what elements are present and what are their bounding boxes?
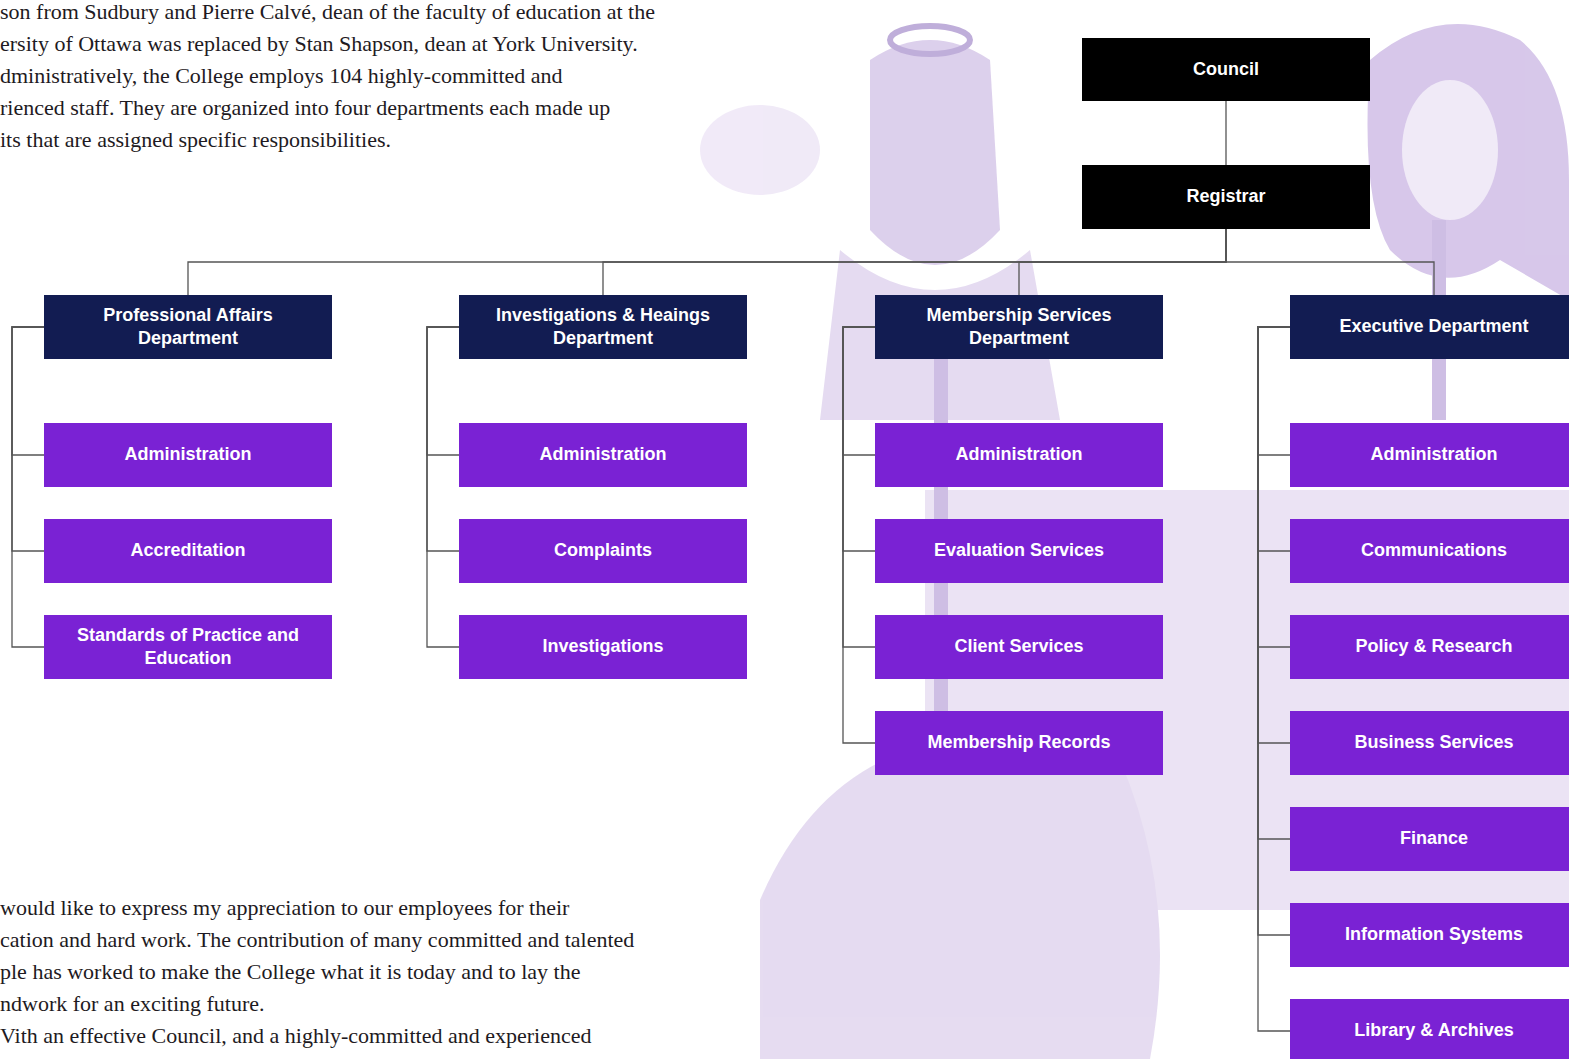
department-box: Executive Department	[1290, 295, 1569, 359]
goggles	[890, 26, 970, 54]
org-connector	[1225, 101, 1226, 165]
unit-box: Accreditation	[44, 519, 332, 583]
org-connector	[1258, 327, 1290, 1031]
org-connector	[1258, 327, 1290, 647]
org-connector	[1258, 327, 1290, 839]
org-connector	[603, 229, 1226, 295]
unit-box: Administration	[1290, 423, 1569, 487]
unit-box: Communications	[1290, 519, 1569, 583]
org-connector	[843, 327, 875, 455]
box-label: Administration	[1370, 443, 1497, 466]
unit-box: Finance	[1290, 807, 1569, 871]
org-connector	[1258, 327, 1290, 935]
body-text-line: ersity of Ottawa was replaced by Stan Sh…	[0, 31, 638, 57]
box-label: Complaints	[554, 539, 652, 562]
org-connector	[427, 327, 459, 455]
body-text-line: ple has worked to make the College what …	[0, 959, 580, 985]
musician-head	[870, 40, 1000, 265]
unit-box: Complaints	[459, 519, 747, 583]
department-box: Professional Affairs Department	[44, 295, 332, 359]
unit-box: Information Systems	[1290, 903, 1569, 967]
body-text-line: ndwork for an exciting future.	[0, 991, 265, 1017]
body-text-line: Vith an effective Council, and a highly-…	[0, 1023, 591, 1049]
unit-box: Standards of Practice and Education	[44, 615, 332, 679]
box-label: Investigations	[542, 635, 663, 658]
unit-box: Evaluation Services	[875, 519, 1163, 583]
unit-box: Administration	[875, 423, 1163, 487]
org-connector	[427, 327, 459, 551]
box-label: Evaluation Services	[934, 539, 1104, 562]
unit-box: Policy & Research	[1290, 615, 1569, 679]
box-label: Library & Archives	[1354, 1019, 1513, 1042]
box-label: Communications	[1361, 539, 1507, 562]
body-text-line: cation and hard work. The contribution o…	[0, 927, 634, 953]
body-text-line: would like to express my appreciation to…	[0, 895, 569, 921]
executive-box: Registrar	[1082, 165, 1370, 229]
box-label: Business Services	[1354, 731, 1513, 754]
unit-box: Administration	[44, 423, 332, 487]
box-label: Investigations & Heaings Department	[472, 304, 734, 351]
photo-haze	[700, 105, 820, 195]
box-label: Administration	[539, 443, 666, 466]
department-box: Membership Services Department	[875, 295, 1163, 359]
org-connector	[843, 327, 875, 647]
musician-body	[760, 740, 1160, 1059]
musician-face	[1402, 80, 1498, 220]
org-connector	[1019, 229, 1226, 295]
unit-box: Client Services	[875, 615, 1163, 679]
box-label: Administration	[124, 443, 251, 466]
org-connector	[1258, 327, 1290, 455]
musician-hair	[1368, 24, 1569, 300]
org-connector	[843, 327, 875, 743]
unit-box: Business Services	[1290, 711, 1569, 775]
org-connector	[12, 327, 44, 551]
box-label: Policy & Research	[1355, 635, 1512, 658]
box-label: Registrar	[1186, 185, 1265, 208]
box-label: Council	[1193, 58, 1259, 81]
body-text-line: dministratively, the College employs 104…	[0, 63, 563, 89]
org-connector	[1258, 327, 1290, 551]
box-label: Standards of Practice and Education	[73, 624, 303, 671]
unit-box: Membership Records	[875, 711, 1163, 775]
executive-box: Council	[1082, 38, 1370, 101]
box-label: Executive Department	[1339, 315, 1528, 338]
department-box: Investigations & Heaings Department	[459, 295, 747, 359]
unit-box: Administration	[459, 423, 747, 487]
box-label: Membership Services Department	[888, 304, 1150, 351]
box-label: Finance	[1400, 827, 1468, 850]
org-connector	[1258, 327, 1290, 743]
box-label: Client Services	[954, 635, 1083, 658]
org-connector	[1226, 229, 1434, 295]
org-connector	[188, 229, 1226, 295]
org-connector	[12, 327, 44, 647]
unit-box: Library & Archives	[1290, 999, 1569, 1059]
box-label: Professional Affairs Department	[57, 304, 319, 351]
body-text-line: son from Sudbury and Pierre Calvé, dean …	[0, 0, 655, 25]
body-text-line: rienced staff. They are organized into f…	[0, 95, 610, 121]
box-label: Information Systems	[1345, 923, 1523, 946]
box-label: Accreditation	[130, 539, 245, 562]
org-connector	[843, 327, 875, 551]
org-connector	[427, 327, 459, 647]
org-connector	[12, 327, 44, 455]
unit-box: Investigations	[459, 615, 747, 679]
body-text-line: its that are assigned specific responsib…	[0, 127, 391, 153]
box-label: Membership Records	[927, 731, 1110, 754]
box-label: Administration	[955, 443, 1082, 466]
